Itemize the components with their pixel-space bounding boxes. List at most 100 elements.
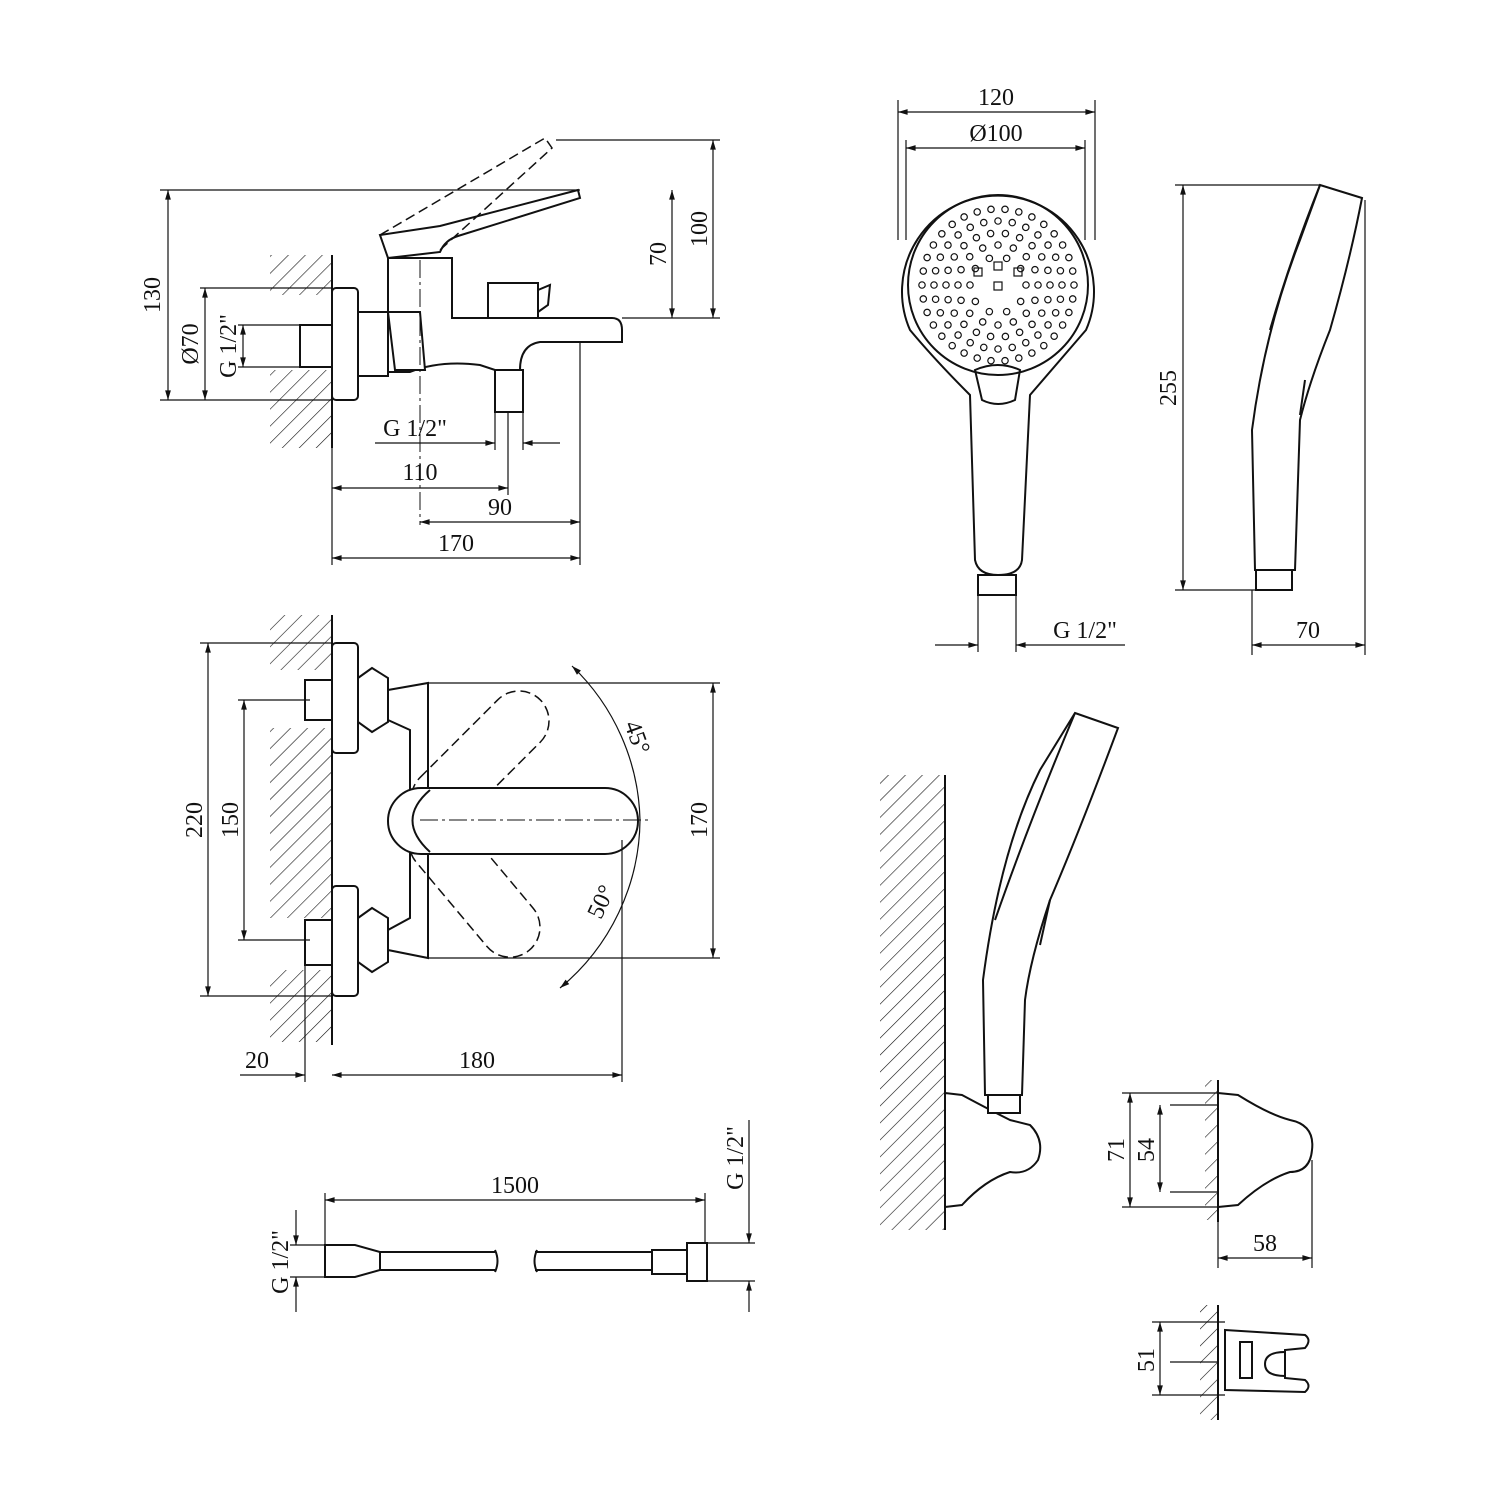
nozzle: [1022, 309, 1031, 318]
lever: [378, 188, 582, 260]
nozzle: [1040, 341, 1048, 350]
nozzle: [1028, 349, 1036, 357]
nozzle: [978, 244, 987, 252]
dim-170-top: 170: [687, 802, 713, 838]
nozzle: [1031, 296, 1039, 305]
nozzle: [944, 295, 952, 304]
dim-hose-left-thread: G 1/2": [268, 1230, 294, 1294]
nozzle: [1056, 295, 1065, 304]
nozzle: [1016, 297, 1025, 306]
dim-120: 120: [978, 85, 1014, 111]
nozzle: [1034, 231, 1042, 239]
nozzle: [985, 254, 994, 263]
dim-71: 71: [1104, 1138, 1130, 1162]
nozzle: [1037, 253, 1046, 261]
hand-shower-front-view: 120 Ø100 G 1/2": [897, 85, 1125, 652]
nut: [357, 311, 389, 377]
lower-flange: [331, 885, 359, 997]
nozzle: [1037, 309, 1046, 317]
center-nozzle: [1013, 267, 1023, 277]
shower-side-body: [1250, 183, 1364, 571]
shower-hose: 1500 G 1/2" G 1/2": [268, 1120, 755, 1312]
nozzle: [1015, 233, 1024, 242]
nozzle: [929, 321, 938, 329]
nozzle: [986, 332, 995, 341]
dim-110: 110: [402, 460, 437, 486]
shower-side-thread: [1255, 569, 1293, 591]
upper-nut: [357, 666, 389, 734]
nozzle: [971, 297, 980, 306]
dim-diameter-100: Ø100: [969, 121, 1022, 147]
nozzle: [1008, 343, 1017, 352]
nozzle: [1046, 281, 1054, 289]
dim-100: 100: [687, 211, 713, 247]
diverter-knob: [487, 282, 539, 319]
nozzle: [979, 218, 988, 227]
nozzle: [966, 338, 975, 347]
nozzle: [1056, 266, 1065, 275]
nozzle: [1009, 318, 1018, 326]
dim-1500: 1500: [491, 1173, 539, 1199]
nozzle: [930, 281, 938, 289]
dim-hose-right-thread: G 1/2": [723, 1126, 749, 1190]
nozzle: [1058, 281, 1066, 289]
outlet-thread: [494, 369, 524, 413]
nozzle: [954, 231, 962, 239]
nozzle: [1068, 295, 1077, 303]
nozzle: [1044, 241, 1052, 249]
nozzle: [1008, 218, 1017, 227]
nozzle: [918, 281, 926, 289]
hose-connector: [651, 1249, 688, 1275]
lower-inlet-thread: [304, 919, 333, 966]
nozzle: [1009, 244, 1018, 252]
nozzle: [1001, 356, 1009, 365]
nozzle: [919, 267, 928, 275]
wall-hatch: [880, 775, 945, 1230]
nozzle: [985, 307, 994, 316]
wall-hatch: [270, 728, 332, 918]
wall-hatch: [270, 970, 332, 1042]
shower-body: [901, 194, 1095, 577]
nozzle: [919, 295, 928, 303]
nozzle: [1034, 331, 1042, 339]
nozzle: [1051, 308, 1060, 317]
nozzle: [966, 223, 975, 232]
nozzle: [1070, 281, 1078, 289]
nozzle: [1044, 295, 1052, 304]
nozzle: [1022, 281, 1030, 289]
nozzle: [938, 332, 946, 341]
nozzle: [1021, 223, 1030, 232]
faucet-side-view: 130 Ø70 G 1/2" 70 100 G 1/2" 110 90 170: [140, 137, 720, 565]
nozzle: [1002, 307, 1011, 316]
nozzle: [1001, 205, 1009, 214]
nozzle: [954, 331, 962, 339]
nozzle: [960, 241, 968, 250]
lower-nut: [357, 906, 389, 974]
dim-150: 150: [218, 802, 244, 838]
nozzle: [1040, 220, 1048, 229]
nozzle: [965, 252, 974, 261]
nozzle: [923, 253, 931, 262]
nozzle: [994, 241, 1002, 249]
inlet-thread: [299, 324, 333, 368]
nozzle: [948, 220, 956, 229]
nozzle: [960, 213, 968, 221]
shower-thread: [977, 574, 1017, 596]
dim-diameter-70: Ø70: [178, 323, 204, 364]
nozzle: [966, 281, 974, 289]
dim-shower-thread: G 1/2": [1053, 618, 1117, 644]
nozzle: [973, 354, 982, 362]
nozzle: [994, 345, 1002, 353]
wall-hatch: [270, 370, 332, 448]
shower-in-holder-view: [880, 711, 1120, 1230]
dim-220: 220: [182, 802, 208, 838]
upper-flange: [331, 642, 359, 754]
nozzle: [938, 229, 946, 238]
nozzle: [923, 308, 931, 317]
nozzle: [979, 343, 988, 352]
angle-45: 45°: [619, 717, 655, 757]
nozzle: [1051, 253, 1060, 262]
nozzle: [1044, 321, 1052, 329]
angle-50: 50°: [583, 881, 621, 922]
nozzle: [987, 205, 995, 214]
